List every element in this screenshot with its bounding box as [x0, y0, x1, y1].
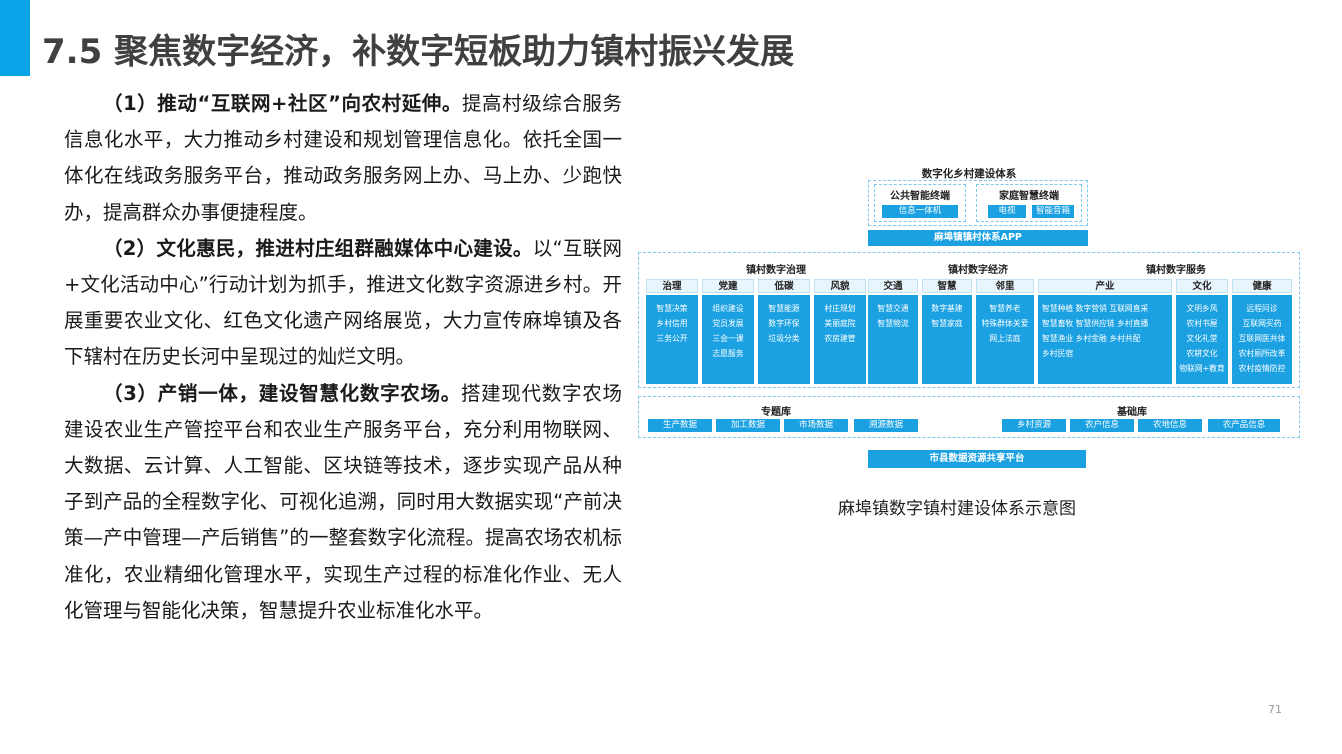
- category-health-items: 远程问诊 互联网买药 互联网医共体 农村厕所改革 农村疫情防控: [1232, 295, 1292, 384]
- paragraph-2-lead: （2）文化惠民，推进村庄组群融媒体中心建设。: [103, 236, 533, 260]
- item: 三会一课: [712, 334, 744, 343]
- paragraph-2-text: 以“互联网+文化活动中心”行动计划为抓手，推进文化数字资源进乡村。开展重要农业文…: [64, 236, 622, 369]
- diagram-caption: 麻埠镇数字镇村建设体系示意图: [838, 499, 1076, 519]
- terminals-frame: [868, 180, 1088, 226]
- group-service: 镇村数字服务: [1146, 265, 1206, 276]
- group-economy: 镇村数字经济: [948, 265, 1008, 276]
- item: 智慧家庭: [931, 319, 963, 328]
- home-terminal-label: 家庭智慧终端: [999, 191, 1059, 202]
- item: 三务公开: [656, 334, 688, 343]
- platform-bar: 市县数据资源共享平台: [868, 450, 1086, 468]
- item: 乡村民宿: [1042, 349, 1074, 358]
- category-traffic: 交通: [868, 279, 918, 293]
- item: 农房建管: [824, 334, 856, 343]
- item: 美丽庭院: [824, 319, 856, 328]
- topic-db-item: 生产数据: [648, 419, 712, 432]
- item: 特殊群体关爱: [981, 319, 1029, 328]
- category-industry-items: 智慧种植 数字营销 互联网直采 智慧畜牧 智慧供应链 乡村直播 智慧渔业 乡村金…: [1038, 295, 1172, 384]
- page-title: 7.5 聚焦数字经济，补数字短板助力镇村振兴发展: [42, 32, 795, 72]
- page-number: 71: [1268, 703, 1282, 716]
- item: 智慧能源: [768, 304, 800, 313]
- base-db-item: 乡村资源: [1002, 419, 1066, 432]
- app-bar: 麻埠镇镇村体系APP: [868, 230, 1088, 246]
- topic-db-item: 市场数据: [784, 419, 848, 432]
- category-smart: 智慧: [922, 279, 972, 293]
- item: 互联网医共体: [1238, 334, 1286, 343]
- topic-db-label: 专题库: [761, 407, 791, 418]
- home-terminal-item-tv: 电视: [988, 205, 1026, 218]
- group-governance: 镇村数字治理: [746, 265, 806, 276]
- title-accent-bar: [0, 0, 30, 76]
- main-system-frame: [638, 252, 1300, 388]
- category-industry: 产业: [1038, 279, 1172, 293]
- item: 网上法庭: [989, 334, 1021, 343]
- category-neighborhood: 邻里: [976, 279, 1034, 293]
- item: 农村书屋: [1186, 319, 1218, 328]
- category-lowcarbon-items: 智慧能源 数字环保 垃圾分类: [758, 295, 810, 384]
- item: 乡村信用: [656, 319, 688, 328]
- base-db-item: 农产品信息: [1208, 419, 1280, 432]
- paragraph-3: （3）产销一体，建设智慧化数字农场。搭建现代数字农场建设农业生产管控平台和农业生…: [64, 376, 622, 629]
- paragraph-2: （2）文化惠民，推进村庄组群融媒体中心建设。以“互联网+文化活动中心”行动计划为…: [64, 231, 622, 376]
- item: 农村疫情防控: [1238, 364, 1286, 373]
- base-db-label: 基础库: [1117, 407, 1147, 418]
- home-terminal-box: [976, 184, 1082, 222]
- item: 数字环保: [768, 319, 800, 328]
- paragraph-3-lead: （3）产销一体，建设智慧化数字农场。: [103, 381, 461, 405]
- item: 智慧渔业 乡村金融 乡村共配: [1042, 334, 1141, 343]
- item: 数字基建: [931, 304, 963, 313]
- item: 互联网买药: [1242, 319, 1282, 328]
- item: 智慧畜牧 智慧供应链 乡村直播: [1042, 319, 1149, 328]
- category-lowcarbon: 低碳: [758, 279, 810, 293]
- base-db-item: 农地信息: [1138, 419, 1202, 432]
- system-diagram: 数字化乡村建设体系 公共智能终端 信息一体机 家庭智慧终端 电视 智能音箱 麻埠…: [636, 158, 1302, 474]
- item: 智慧养老: [989, 304, 1021, 313]
- paragraph-1: （1）推动“互联网+社区”向农村延伸。提高村级综合服务信息化水平，大力推动乡村建…: [64, 86, 622, 231]
- item: 文化礼堂: [1186, 334, 1218, 343]
- category-governance: 治理: [646, 279, 698, 293]
- database-frame: [638, 396, 1300, 438]
- category-culture: 文化: [1176, 279, 1228, 293]
- diagram-title: 数字化乡村建设体系: [921, 168, 1017, 180]
- category-neighborhood-items: 智慧养老 特殊群体关爱 网上法庭: [976, 295, 1034, 384]
- public-terminal-label: 公共智能终端: [890, 191, 950, 202]
- item: 村庄规划: [824, 304, 856, 313]
- item: 物联网+教育: [1179, 364, 1225, 373]
- category-party-items: 组织建设 党员发展 三会一课 志愿服务: [702, 295, 754, 384]
- public-terminal-box: [874, 184, 966, 222]
- topic-db-item: 溯源数据: [854, 419, 918, 432]
- item: 党员发展: [712, 319, 744, 328]
- item: 智慧物流: [877, 319, 909, 328]
- item: 文明乡风: [1186, 304, 1218, 313]
- item: 远程问诊: [1246, 304, 1278, 313]
- category-governance-items: 智慧决策 乡村信用 三务公开: [646, 295, 698, 384]
- paragraph-1-lead: （1）推动“互联网+社区”向农村延伸。: [103, 92, 462, 115]
- category-appearance-items: 村庄规划 美丽庭院 农房建管: [814, 295, 866, 384]
- base-db-item: 农户信息: [1070, 419, 1134, 432]
- category-traffic-items: 智慧交通 智慧物流: [868, 295, 918, 384]
- home-terminal-item-speaker: 智能音箱: [1032, 205, 1074, 218]
- public-terminal-item: 信息一体机: [882, 205, 958, 218]
- category-culture-items: 文明乡风 农村书屋 文化礼堂 农耕文化 物联网+教育: [1176, 295, 1228, 384]
- paragraph-1-text: 提高村级综合服务信息化水平，大力推动乡村建设和规划管理信息化。依托全国一体化在线…: [64, 92, 622, 224]
- item: 志愿服务: [712, 349, 744, 358]
- body-text: （1）推动“互联网+社区”向农村延伸。提高村级综合服务信息化水平，大力推动乡村建…: [64, 86, 622, 629]
- item: 农耕文化: [1186, 349, 1218, 358]
- item: 组织建设: [712, 304, 744, 313]
- category-health: 健康: [1232, 279, 1292, 293]
- item: 智慧种植 数字营销 互联网直采: [1042, 304, 1149, 313]
- category-appearance: 风貌: [814, 279, 866, 293]
- item: 农村厕所改革: [1238, 349, 1286, 358]
- paragraph-3-text: 搭建现代数字农场建设农业生产管控平台和农业生产服务平台，充分利用物联网、大数据、…: [64, 381, 622, 622]
- category-smart-items: 数字基建 智慧家庭: [922, 295, 972, 384]
- category-party: 党建: [702, 279, 754, 293]
- item: 智慧交通: [877, 304, 909, 313]
- item: 智慧决策: [656, 304, 688, 313]
- item: 垃圾分类: [768, 334, 800, 343]
- topic-db-item: 加工数据: [716, 419, 780, 432]
